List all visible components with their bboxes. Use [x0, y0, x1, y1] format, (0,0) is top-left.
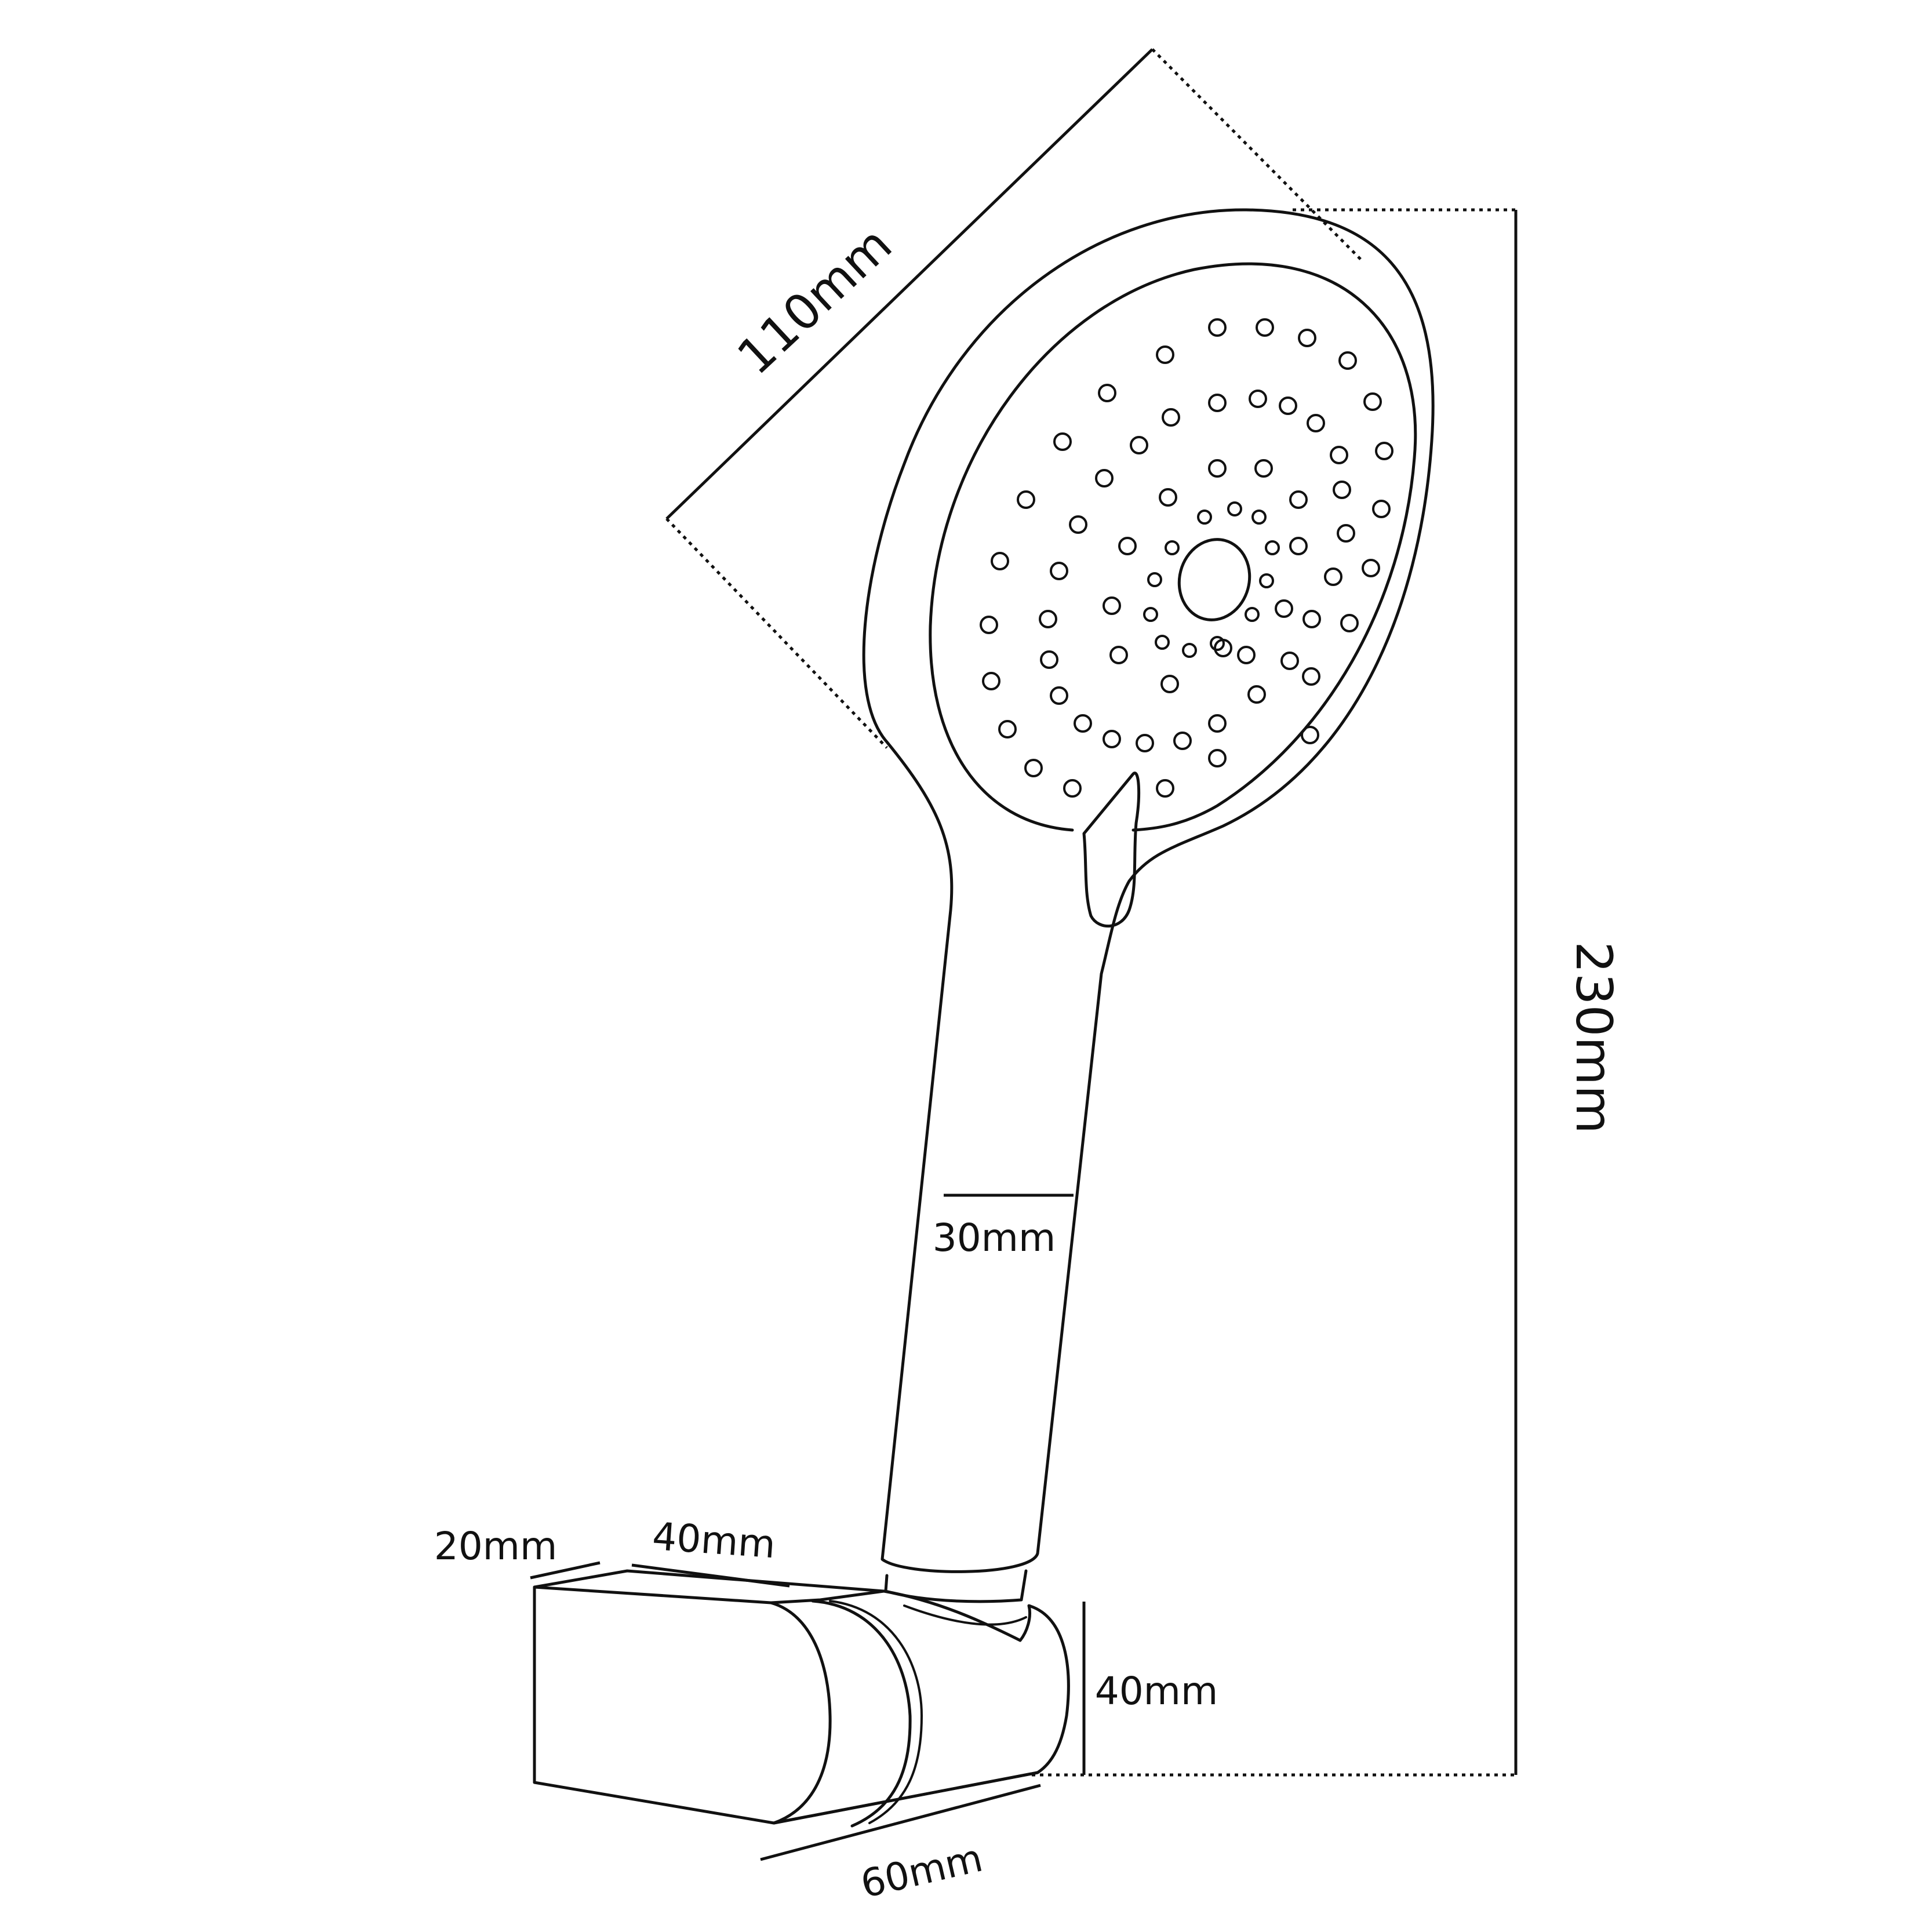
total-height-label: 230mm [1564, 941, 1622, 1134]
spray-face-outline [929, 262, 1417, 832]
nozzle-icon [1330, 446, 1348, 464]
nozzle-icon [1256, 318, 1274, 337]
nozzle-icon [1237, 646, 1256, 664]
nozzle-icon [1103, 730, 1121, 748]
nozzle-icon [1109, 646, 1128, 664]
bracket-middle-groove [829, 1600, 923, 1824]
bracket-depth-dimension-line [530, 1561, 601, 1580]
nozzle-icon [1050, 562, 1068, 580]
nozzle-icon [1265, 540, 1280, 555]
mode-selector-tab [1082, 772, 1141, 928]
nozzle-icon [1363, 392, 1382, 411]
nozzle-icon [1208, 318, 1227, 337]
nozzle-icon [1362, 559, 1380, 577]
nozzle-icon [1156, 779, 1174, 798]
nozzle-icon [1333, 481, 1351, 499]
nozzle-icon [1227, 501, 1242, 516]
nozzle-icon [1254, 459, 1273, 478]
nozzle-icon [1155, 635, 1170, 650]
nozzle-icon [1280, 652, 1299, 670]
nozzle-icon [1159, 488, 1177, 507]
nozzle-grid [980, 318, 1393, 798]
nozzle-icon [1251, 510, 1267, 525]
dimension-labels: 110mm 230mm 30mm 40mm 20mm 40mm 60mm [434, 216, 1622, 1906]
nozzle-icon [1136, 734, 1154, 752]
nozzle-icon [1279, 396, 1297, 415]
nozzle-icon [1289, 537, 1308, 555]
nozzle-icon [1197, 510, 1212, 525]
nozzle-icon [980, 616, 998, 634]
nozzle-icon [1208, 394, 1227, 412]
nozzle-icon [1307, 414, 1325, 432]
nozzle-icon [1074, 714, 1092, 733]
bracket-length-label: 60mm [857, 1836, 987, 1907]
bracket-bottom-edge [772, 1771, 1039, 1825]
nozzle-icon [1208, 459, 1227, 478]
nozzle-icon [1301, 726, 1319, 744]
nozzle-icon [1302, 610, 1321, 628]
nozzle-icon [1173, 732, 1192, 750]
nozzle-icon [1275, 599, 1293, 618]
nozzle-icon [1050, 686, 1068, 705]
nozzle-icon [1208, 749, 1227, 767]
nozzle-icon [1298, 329, 1316, 347]
nozzle-icon [1040, 650, 1058, 669]
head-diameter-label: 110mm [726, 216, 903, 385]
nozzle-icon [1160, 675, 1179, 693]
head-diameter-dimension-line [665, 48, 1154, 520]
nozzle-icon [1165, 540, 1180, 555]
head-diameter-extension-line-left [665, 518, 888, 749]
nozzle-icon [1340, 614, 1359, 632]
nozzle-icon [1130, 436, 1148, 454]
nozzle-icon [1017, 490, 1035, 509]
handle-base-collar [884, 1569, 1028, 1603]
nozzle-icon [1337, 524, 1355, 543]
bracket-depth-label: 20mm [434, 1524, 558, 1569]
shower-body-outline [862, 208, 1435, 1573]
nozzle-icon [1249, 390, 1267, 408]
nozzle-icon [1208, 714, 1227, 733]
nozzle-icon [1143, 607, 1158, 622]
nozzle-icon [1182, 643, 1197, 658]
nozzle-icon [1162, 408, 1180, 427]
handle-width-label: 30mm [933, 1216, 1056, 1260]
wall-bracket [533, 1569, 1070, 1828]
nozzle-icon [1024, 759, 1043, 777]
nozzle-icon [1302, 667, 1320, 686]
nozzle-icon [1156, 345, 1174, 364]
nozzle-icon [982, 672, 1000, 690]
nozzle-icon [1324, 567, 1342, 586]
bracket-front-face [533, 1585, 832, 1825]
bracket-swivel-cup [772, 1589, 1070, 1825]
nozzle-icon [1118, 537, 1137, 555]
nozzle-icon [1247, 685, 1266, 704]
nozzle-icon [1063, 779, 1082, 798]
nozzle-icon [1098, 384, 1116, 402]
nozzle-icon [1289, 490, 1308, 509]
nozzle-icon [1259, 573, 1274, 588]
nozzle-icon [998, 720, 1017, 738]
bracket-length-dimension-line [760, 1784, 1041, 1861]
nozzle-icon [1147, 572, 1162, 587]
handle-base-inner [903, 1604, 1027, 1626]
center-button-icon [1177, 538, 1251, 621]
bracket-height-label: 40mm [1095, 1669, 1218, 1713]
nozzle-icon [1103, 596, 1121, 615]
nozzle-icon [1372, 500, 1391, 518]
nozzle-icon [991, 552, 1009, 570]
dimension-lines [530, 48, 1518, 1861]
nozzle-icon [1053, 432, 1072, 451]
shower-head [862, 208, 1435, 1573]
nozzle-icon [1069, 515, 1087, 534]
head-diameter-extension-line-right [1151, 48, 1363, 262]
nozzle-icon [1039, 610, 1057, 628]
nozzle-icon [1375, 442, 1393, 460]
nozzle-icon [1338, 351, 1357, 370]
bracket-top-width-label: 40mm [651, 1514, 777, 1567]
nozzle-icon [1210, 636, 1225, 651]
nozzle-icon [1095, 469, 1114, 487]
nozzle-icon [1245, 607, 1260, 622]
